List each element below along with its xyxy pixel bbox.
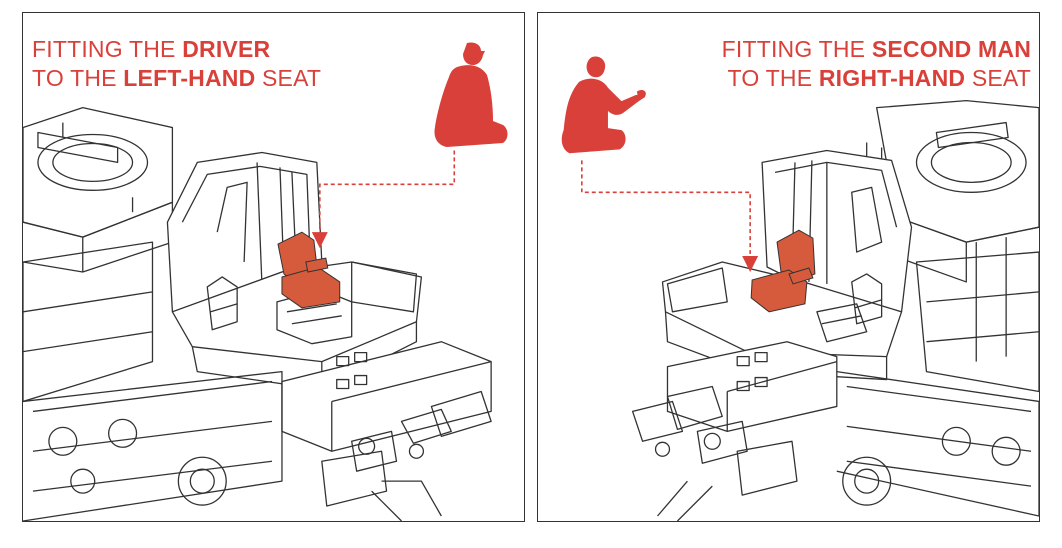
right-caption-line1: FITTING THE SECOND MAN [721,36,1031,62]
right-panel: FITTING THE SECOND MAN TO THE RIGHT-HAND… [537,12,1040,522]
right-caption-emphasis-second-man: SECOND MAN [871,36,1031,62]
right-caption-line2: TO THE RIGHT-HAND SEAT [727,65,1031,91]
right-caption-emphasis-side: RIGHT-HAND [818,65,966,91]
driver-figure-silhouette [434,42,508,147]
left-caption-emphasis-driver: DRIVER [182,36,271,62]
left-panel: FITTING THE DRIVER TO THE LEFT-HAND SEAT [22,12,525,522]
second-man-figure-silhouette [561,56,646,154]
left-caption-emphasis-side: LEFT-HAND [123,65,256,91]
right-caption: FITTING THE SECOND MAN TO THE RIGHT-HAND… [722,35,1031,93]
left-caption-line1: FITTING THE DRIVER [32,36,271,62]
left-caption-line2: TO THE LEFT-HAND SEAT [32,65,322,91]
right-highlighted-seat [750,229,816,313]
left-highlighted-seat [277,231,341,309]
right-cab-illustration [581,100,1039,521]
left-cab-illustration [23,106,492,521]
left-leader-arrow [311,150,456,249]
left-caption: FITTING THE DRIVER TO THE LEFT-HAND SEAT [32,35,321,93]
right-leader-arrow [581,160,759,272]
